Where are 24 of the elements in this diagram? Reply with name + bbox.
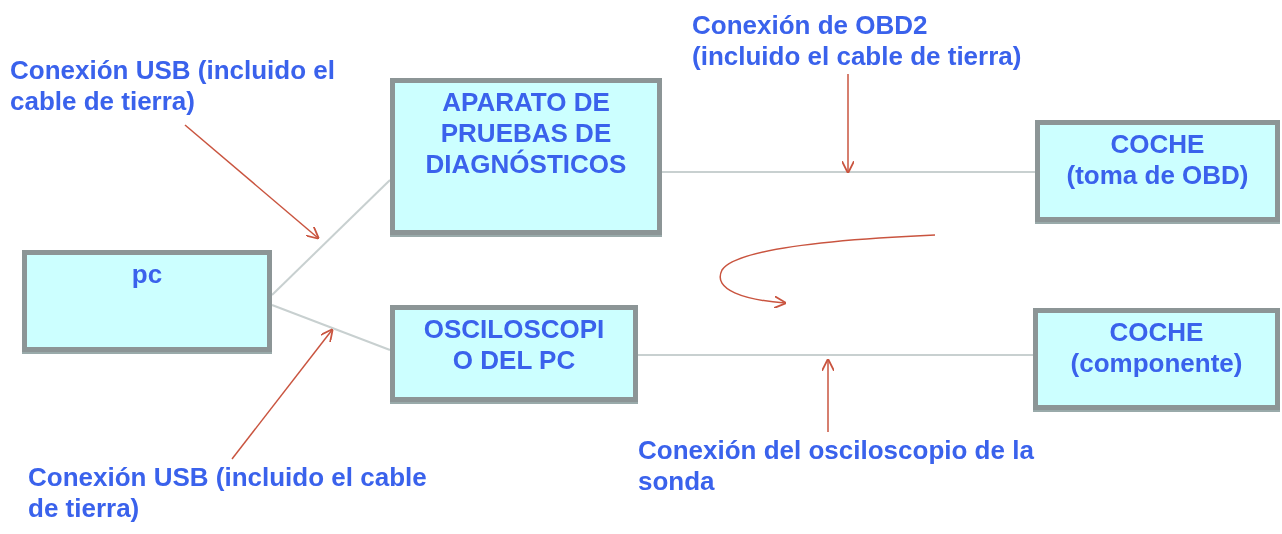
- device-label: APARATO DE PRUEBAS DE DIAGNÓSTICOS: [424, 87, 628, 180]
- device-label: pc: [131, 259, 163, 290]
- device-box: [1033, 308, 1280, 410]
- leader-arrow: [821, 357, 835, 433]
- device-box: [390, 305, 638, 402]
- connection-line: [661, 171, 1036, 173]
- connection-label: Conexión USB (incluido el cable de tierra): [28, 462, 428, 524]
- connection-label: Conexión de OBD2 (incluido el cable de tierra): [692, 10, 1022, 72]
- connection-line: [271, 304, 391, 351]
- device-label: COCHE: [1109, 317, 1204, 348]
- device-label: (toma de OBD): [1066, 160, 1249, 191]
- device-label: (componente): [1070, 348, 1243, 379]
- device-box: [22, 250, 272, 352]
- connection-label: Conexión del osciloscopio de la sonda: [638, 435, 1035, 497]
- leader-arrow: [184, 124, 320, 240]
- device-label: COCHE: [1110, 129, 1205, 160]
- connection-line: [637, 354, 1034, 356]
- leader-arrow: [841, 73, 855, 175]
- leader-arrow: [231, 328, 334, 460]
- connection-line: [271, 179, 391, 296]
- connection-label: Conexión USB (incluido el cable de tierra): [10, 55, 336, 117]
- device-box: [390, 78, 662, 235]
- device-box: [1035, 120, 1280, 222]
- device-label: OSCILOSCOPI O DEL PC: [423, 314, 605, 376]
